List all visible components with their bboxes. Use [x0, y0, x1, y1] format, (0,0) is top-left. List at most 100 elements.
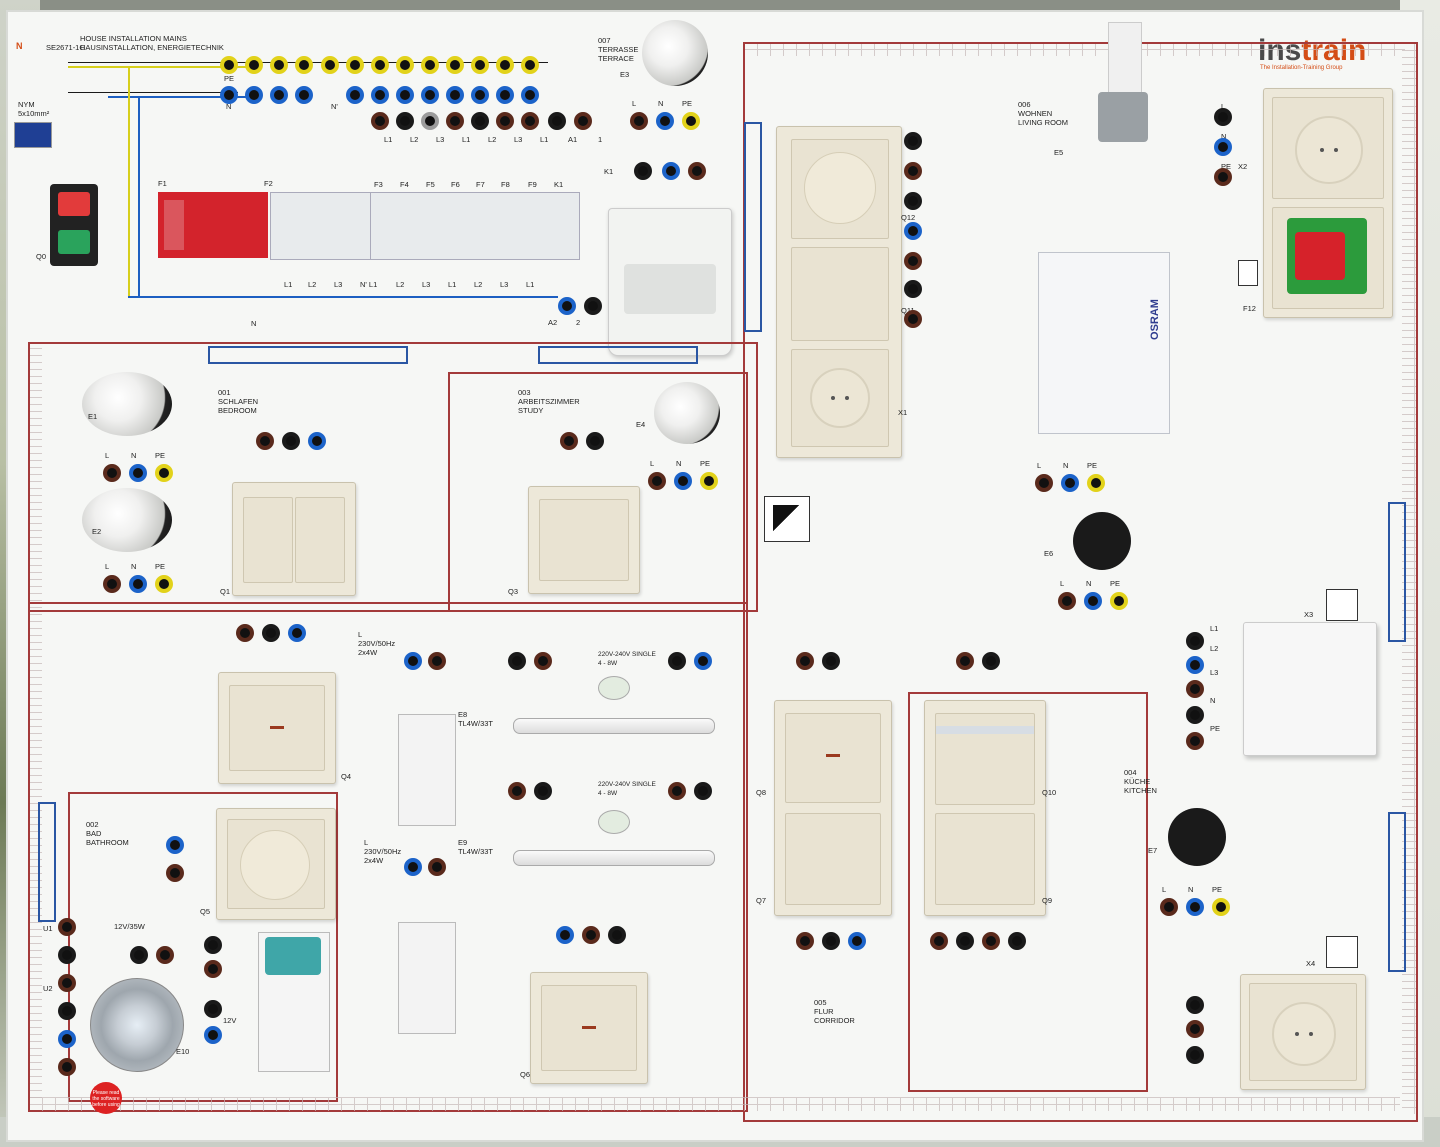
- terminal-jack[interactable]: [288, 624, 306, 642]
- terminal-jack[interactable]: [428, 858, 446, 876]
- corridor-switch-q6[interactable]: [530, 972, 648, 1084]
- living-e6-pe[interactable]: [1110, 592, 1128, 610]
- pe-jack[interactable]: [421, 56, 439, 74]
- terminal-jack[interactable]: [428, 652, 446, 670]
- motion-sensor-k1[interactable]: [608, 208, 732, 356]
- bedroom-e2-pe[interactable]: [155, 575, 173, 593]
- terminal-jack[interactable]: [58, 974, 76, 992]
- terminal-jack[interactable]: [534, 652, 552, 670]
- terminal-jack[interactable]: [58, 1030, 76, 1048]
- bedroom-e2-n[interactable]: [129, 575, 147, 593]
- terrace-e3-n[interactable]: [656, 112, 674, 130]
- kitchen-e7-pe[interactable]: [1212, 898, 1230, 916]
- pe-jack[interactable]: [270, 56, 288, 74]
- rcd-f2[interactable]: [270, 192, 372, 260]
- terminal-jack[interactable]: [560, 432, 578, 450]
- terrace-e3-pe[interactable]: [682, 112, 700, 130]
- breaker-bank[interactable]: [370, 192, 580, 260]
- terminal-jack[interactable]: [904, 192, 922, 210]
- terminal-jack[interactable]: [904, 252, 922, 270]
- terminal-jack[interactable]: [256, 432, 274, 450]
- rcbo-f12[interactable]: [1272, 207, 1384, 309]
- n-jack[interactable]: [496, 86, 514, 104]
- l-jack[interactable]: [396, 112, 414, 130]
- terminal-jack[interactable]: [694, 782, 712, 800]
- pe-jack[interactable]: [496, 56, 514, 74]
- switch-rocker[interactable]: [229, 685, 325, 771]
- switch-q10[interactable]: [935, 713, 1035, 805]
- corridor-switch-q4[interactable]: [218, 672, 336, 784]
- switch-rocker-left[interactable]: [243, 497, 293, 583]
- bedroom-e1-l[interactable]: [103, 464, 121, 482]
- terminal-jack[interactable]: [904, 280, 922, 298]
- terminal-jack[interactable]: [1214, 108, 1232, 126]
- dimmer-knob-plate[interactable]: [227, 819, 325, 909]
- l-jack[interactable]: [446, 112, 464, 130]
- bathroom-dimmer-q5[interactable]: [216, 808, 336, 920]
- terminal-jack[interactable]: [204, 1026, 222, 1044]
- n-jack[interactable]: [521, 86, 539, 104]
- terminal-jack[interactable]: [586, 432, 604, 450]
- terminal-jack[interactable]: [308, 432, 326, 450]
- n-jack[interactable]: [446, 86, 464, 104]
- terminal-jack[interactable]: [904, 162, 922, 180]
- terminal-jack[interactable]: [1008, 932, 1026, 950]
- terminal-jack[interactable]: [822, 932, 840, 950]
- living-e5-n[interactable]: [1061, 474, 1079, 492]
- terminal-jack[interactable]: [904, 222, 922, 240]
- terminal-jack[interactable]: [694, 652, 712, 670]
- n-jack[interactable]: [295, 86, 313, 104]
- terminal-jack[interactable]: [956, 932, 974, 950]
- terminal-jack[interactable]: [662, 162, 680, 180]
- terminal-jack[interactable]: [58, 946, 76, 964]
- terminal-jack[interactable]: [58, 1058, 76, 1076]
- terminal-jack[interactable]: [204, 960, 222, 978]
- study-e4-pe[interactable]: [700, 472, 718, 490]
- terminal-jack[interactable]: [668, 652, 686, 670]
- terminal-jack[interactable]: [282, 432, 300, 450]
- pe-jack[interactable]: [446, 56, 464, 74]
- bedroom-e1-pe[interactable]: [155, 464, 173, 482]
- terminal-jack[interactable]: [204, 936, 222, 954]
- bedroom-switch-q1[interactable]: [232, 482, 356, 596]
- terminal-jack[interactable]: [608, 926, 626, 944]
- pe-jack[interactable]: [245, 56, 263, 74]
- terminal-jack[interactable]: [166, 836, 184, 854]
- n-jack[interactable]: [421, 86, 439, 104]
- kitchen-e7-l[interactable]: [1160, 898, 1178, 916]
- three-phase-socket-x3[interactable]: [1243, 622, 1377, 756]
- terminal-jack[interactable]: [904, 132, 922, 150]
- study-switch-q3[interactable]: [528, 486, 640, 594]
- terminal-jack[interactable]: [1214, 138, 1232, 156]
- n-jack[interactable]: [346, 86, 364, 104]
- terminal-jack[interactable]: [582, 926, 600, 944]
- terminal-jack[interactable]: [904, 310, 922, 328]
- living-e6-n[interactable]: [1084, 592, 1102, 610]
- bedroom-e1-n[interactable]: [129, 464, 147, 482]
- terminal-jack[interactable]: [236, 624, 254, 642]
- n-jack[interactable]: [245, 86, 263, 104]
- switch-q9[interactable]: [935, 813, 1035, 905]
- terminal-jack[interactable]: [508, 652, 526, 670]
- terminal-jack[interactable]: [508, 782, 526, 800]
- n-jack[interactable]: [270, 86, 288, 104]
- terminal-jack[interactable]: [1186, 732, 1204, 750]
- n-jack[interactable]: [220, 86, 238, 104]
- terminal-jack[interactable]: [796, 652, 814, 670]
- kitchen-e7-n[interactable]: [1186, 898, 1204, 916]
- living-e6-l[interactable]: [1058, 592, 1076, 610]
- terminal-jack[interactable]: [1186, 706, 1204, 724]
- main-switch-q0[interactable]: [50, 184, 98, 266]
- living-e5-pe[interactable]: [1087, 474, 1105, 492]
- terminal-jack[interactable]: [166, 864, 184, 882]
- terminal-jack[interactable]: [1186, 656, 1204, 674]
- terminal-jack[interactable]: [534, 782, 552, 800]
- terminal-jack[interactable]: [822, 652, 840, 670]
- pe-jack[interactable]: [371, 56, 389, 74]
- switch-rocker-right[interactable]: [295, 497, 345, 583]
- a2-jack[interactable]: [558, 297, 576, 315]
- switch-rocker[interactable]: [539, 499, 629, 581]
- pe-jack[interactable]: [220, 56, 238, 74]
- terminal-jack[interactable]: [58, 918, 76, 936]
- pe-jack[interactable]: [346, 56, 364, 74]
